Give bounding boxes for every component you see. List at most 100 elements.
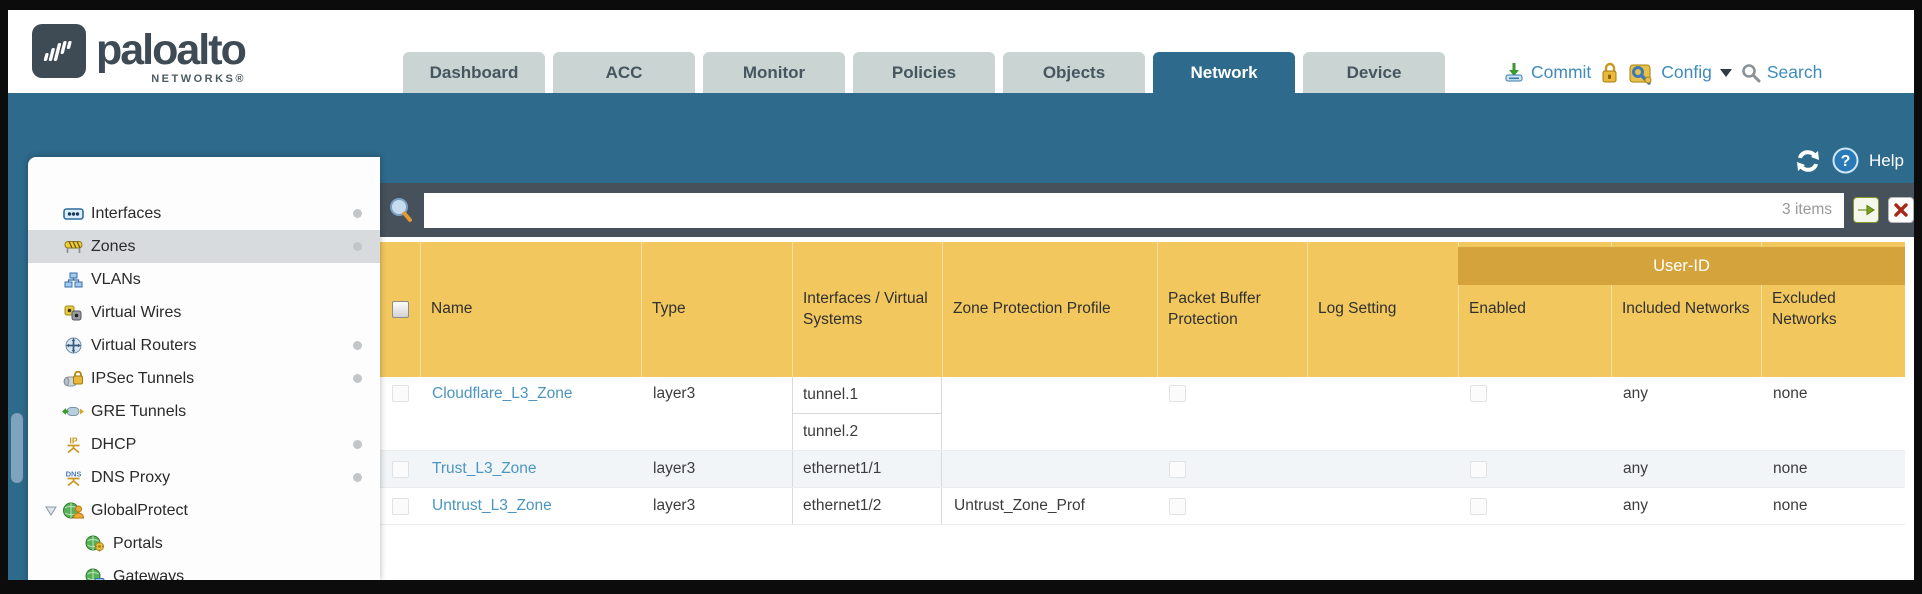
main-nav-tabs: Dashboard ACC Monitor Policies Objects N… <box>403 52 1445 93</box>
tab-dashboard[interactable]: Dashboard <box>403 52 545 93</box>
user-id-enabled-cell <box>1458 377 1611 450</box>
sidebar-item-label: GRE Tunnels <box>91 402 187 420</box>
packet-buffer-checkbox[interactable] <box>1169 497 1186 515</box>
enabled-checkbox[interactable] <box>1470 460 1487 478</box>
status-dot <box>353 473 362 482</box>
sidebar-item-dns-proxy[interactable]: DNS DNS Proxy <box>28 461 380 494</box>
interface-item: ethernet1/2 <box>792 488 942 524</box>
status-dot <box>353 341 362 350</box>
filter-input[interactable] <box>424 192 1844 228</box>
row-checkbox[interactable] <box>391 497 409 515</box>
zone-name-link[interactable]: Trust_L3_Zone <box>432 460 537 477</box>
config-label: Config <box>1661 62 1712 82</box>
help-label[interactable]: Help <box>1869 150 1904 170</box>
sidebar-item-label: Virtual Routers <box>91 336 197 354</box>
sidebar-item-gateways[interactable]: Gateways <box>28 560 380 580</box>
network-sidebar: Interfaces Zones VLANs Virtual Wires <box>28 157 380 580</box>
sidebar-item-interfaces[interactable]: Interfaces <box>28 197 380 230</box>
col-header-included-networks[interactable]: Included Networks <box>1611 242 1761 377</box>
zone-type: layer3 <box>653 460 696 477</box>
col-header-interfaces[interactable]: Interfaces / Virtual Systems <box>792 242 942 377</box>
sidebar-item-virtual-wires[interactable]: Virtual Wires <box>28 296 380 329</box>
row-checkbox[interactable] <box>391 460 409 478</box>
globalprotect-icon <box>62 502 84 520</box>
red-x-icon <box>1894 203 1908 217</box>
sidebar-item-gre-tunnels[interactable]: GRE Tunnels <box>28 395 380 428</box>
band-controls: ? Help <box>1794 147 1904 174</box>
search-label: Search <box>1766 62 1823 82</box>
vlans-icon <box>62 271 84 289</box>
apply-filter-button[interactable] <box>1853 197 1879 223</box>
packet-buffer-checkbox[interactable] <box>1169 460 1186 478</box>
filter-bar: 3 items <box>380 183 1914 237</box>
col-header-excluded-networks[interactable]: Excluded Networks <box>1761 242 1905 377</box>
col-header-log-setting[interactable]: Log Setting <box>1307 242 1458 377</box>
virtual-wires-icon <box>62 304 84 322</box>
table-row: Untrust_L3_Zone layer3 ethernet1/2 Untru… <box>380 488 1905 525</box>
commit-label: Commit <box>1531 62 1592 82</box>
expander-icon[interactable] <box>45 506 57 516</box>
refresh-icon[interactable] <box>1794 148 1822 174</box>
zone-protection-profile: Untrust_Zone_Prof <box>954 497 1085 514</box>
logo-bars-icon <box>43 41 72 61</box>
lock-icon[interactable] <box>1600 62 1620 84</box>
row-checkbox[interactable] <box>391 385 409 402</box>
sidebar-item-label: IPSec Tunnels <box>91 369 195 387</box>
sidebar-item-dhcp[interactable]: IP DHCP <box>28 428 380 461</box>
config-button[interactable]: Config <box>1629 61 1732 85</box>
row-select-cell <box>380 488 420 524</box>
commit-button[interactable]: Commit <box>1503 62 1591 83</box>
excluded-networks: none <box>1773 460 1808 477</box>
col-header-packet-buffer[interactable]: Packet Buffer Protection <box>1157 242 1307 377</box>
col-header-zone-protection[interactable]: Zone Protection Profile <box>942 242 1157 377</box>
gateways-icon <box>84 568 106 580</box>
tab-objects[interactable]: Objects <box>1003 52 1145 93</box>
col-header-type[interactable]: Type <box>641 242 792 377</box>
col-header-name[interactable]: Name <box>420 242 641 377</box>
sidebar-item-ipsec-tunnels[interactable]: IPSec Tunnels <box>28 362 380 395</box>
sidebar-item-label: DHCP <box>91 435 137 453</box>
sidebar-item-label: Gateways <box>113 567 185 581</box>
dns-proxy-icon: DNS <box>62 469 84 487</box>
search-button[interactable]: Search <box>1741 62 1822 83</box>
svg-text:IP: IP <box>69 436 77 446</box>
top-bar: paloalto NETWORKS® Dashboard ACC Monitor… <box>8 10 1914 93</box>
sidebar-item-virtual-routers[interactable]: Virtual Routers <box>28 329 380 362</box>
sidebar-item-label: GlobalProtect <box>91 501 188 519</box>
zone-name-link[interactable]: Cloudflare_L3_Zone <box>432 385 573 402</box>
select-all-checkbox[interactable] <box>391 301 409 318</box>
enabled-checkbox[interactable] <box>1470 497 1487 515</box>
sidebar-item-globalprotect[interactable]: GlobalProtect <box>28 494 380 527</box>
col-header-enabled[interactable]: Enabled <box>1458 242 1611 377</box>
zones-icon <box>62 238 84 256</box>
excluded-networks: none <box>1773 497 1808 514</box>
filter-search-icon[interactable] <box>388 196 414 224</box>
main-content: 3 items User-ID Name Type Interfaces / V… <box>380 183 1914 580</box>
brand-name: paloalto <box>96 26 247 74</box>
config-icon <box>1629 64 1652 85</box>
zone-name-link[interactable]: Untrust_L3_Zone <box>432 497 552 514</box>
clear-filter-button[interactable] <box>1888 197 1914 223</box>
log-setting <box>1307 488 1458 524</box>
tab-network[interactable]: Network <box>1153 52 1295 93</box>
sidebar-item-zones[interactable]: Zones <box>28 230 380 263</box>
gre-tunnels-icon <box>62 403 84 421</box>
help-icon[interactable]: ? <box>1832 147 1859 174</box>
tab-monitor[interactable]: Monitor <box>703 52 845 93</box>
zone-type: layer3 <box>653 497 696 514</box>
tab-device[interactable]: Device <box>1303 52 1445 93</box>
status-dot <box>353 374 362 383</box>
left-scrollbar-thumb[interactable] <box>11 413 23 483</box>
interface-item: ethernet1/1 <box>792 451 942 487</box>
status-dot <box>353 209 362 218</box>
included-networks: any <box>1623 460 1648 477</box>
user-id-enabled-cell <box>1458 451 1611 487</box>
packet-buffer-checkbox[interactable] <box>1169 385 1186 402</box>
tab-policies[interactable]: Policies <box>853 52 995 93</box>
zones-table: User-ID Name Type Interfaces / Virtual S… <box>380 242 1905 525</box>
sidebar-item-portals[interactable]: Portals <box>28 527 380 560</box>
sidebar-item-vlans[interactable]: VLANs <box>28 263 380 296</box>
zone-interfaces-cell: ethernet1/1 <box>792 451 942 487</box>
enabled-checkbox[interactable] <box>1470 385 1487 402</box>
tab-acc[interactable]: ACC <box>553 52 695 93</box>
